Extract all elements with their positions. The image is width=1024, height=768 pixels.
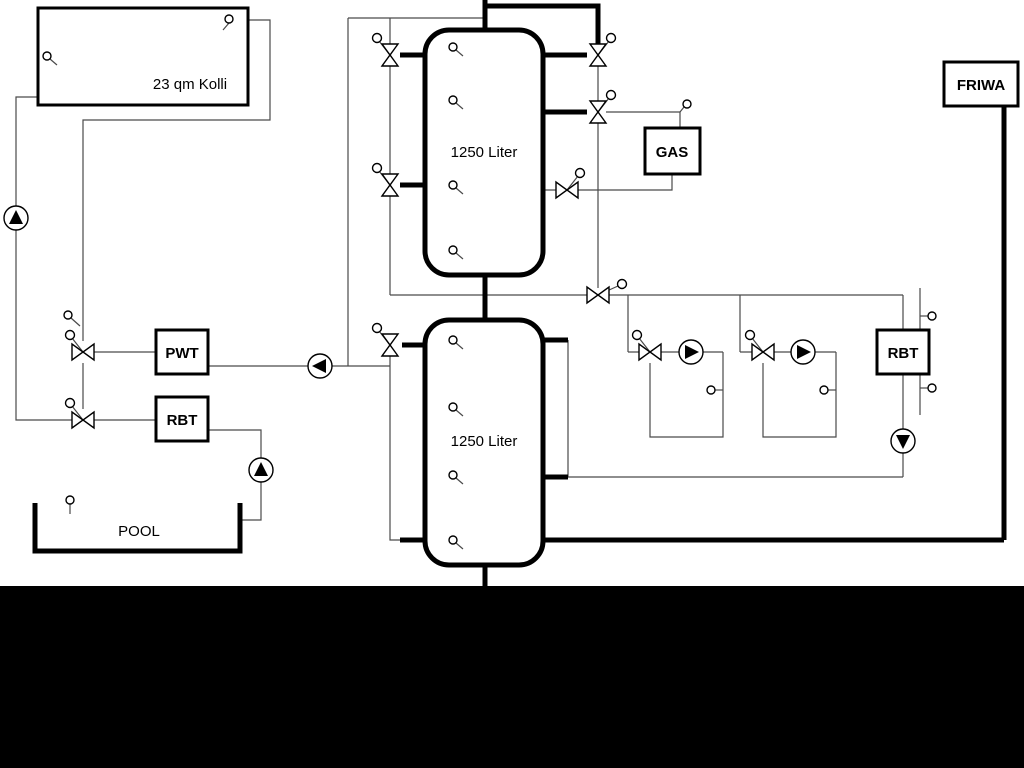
temperature-sensor-icon: [448, 535, 464, 550]
collector-label: 23 qm Kolli: [153, 76, 227, 93]
temperature-sensor-icon: [920, 311, 937, 321]
temperature-sensor-icon: [448, 245, 464, 260]
solar-pump-icon: [3, 205, 29, 231]
temperature-sensor-icon: [42, 51, 58, 66]
rbt-left-label: RBT: [167, 412, 198, 429]
temperature-sensor-icon: [920, 383, 937, 393]
buffer-tank-top: [422, 27, 546, 278]
temperature-sensor-icon: [448, 470, 464, 485]
temperature-sensor-icon: [65, 495, 75, 514]
pwt-pump-icon: [307, 353, 333, 379]
heating-circuit-2-pump-icon: [790, 339, 816, 365]
pool-pump-icon: [248, 457, 274, 483]
pool-label: POOL: [118, 523, 160, 540]
friwa-label: FRIWA: [957, 77, 1005, 94]
three-way-valve-icon: [371, 32, 399, 67]
valve-icon: [589, 89, 617, 124]
temperature-sensor-icon: [448, 95, 464, 110]
friwa-station-box: [942, 60, 1020, 108]
rbt-left-box: [154, 395, 210, 443]
temperature-sensor-icon: [819, 385, 836, 395]
heating-circuit-1-pump-icon: [678, 339, 704, 365]
gas-label: GAS: [656, 144, 689, 161]
three-way-valve-icon: [64, 329, 95, 361]
valve-icon: [589, 32, 617, 67]
tank-bottom-label: 1250 Liter: [451, 433, 518, 450]
solar-collector-box: [36, 6, 250, 107]
pwt-heat-exchanger-box: [154, 328, 210, 376]
three-way-valve-icon: [371, 322, 399, 357]
pwt-label: PWT: [165, 345, 198, 362]
rbt-right-label: RBT: [888, 345, 919, 362]
temperature-sensor-icon: [448, 180, 464, 195]
pipes-thin: [15, 17, 921, 541]
buffer-tank-bottom: [422, 317, 546, 568]
temperature-sensor-icon: [679, 99, 692, 113]
temperature-sensor-icon: [63, 310, 81, 327]
temperature-sensor-icon: [448, 42, 464, 57]
rbt-right-box: [875, 328, 931, 376]
temperature-sensor-icon: [448, 335, 464, 350]
three-way-valve-icon: [371, 162, 399, 197]
gas-boiler-box: [643, 126, 702, 176]
three-way-valve-icon: [64, 397, 95, 429]
tank-top-label: 1250 Liter: [451, 144, 518, 161]
pool-vessel: [32, 503, 243, 554]
rbt-pump-icon: [890, 428, 916, 454]
three-way-valve-icon: [744, 329, 775, 361]
pipes-thick: [400, 0, 1007, 586]
temperature-sensor-icon: [222, 14, 234, 31]
three-way-valve-icon: [631, 329, 662, 361]
bottom-black-bar: [0, 586, 1024, 768]
temperature-sensor-icon: [706, 385, 723, 395]
valve-icon: [555, 167, 586, 199]
temperature-sensor-icon: [448, 402, 464, 417]
three-way-valve-icon: [586, 278, 628, 304]
